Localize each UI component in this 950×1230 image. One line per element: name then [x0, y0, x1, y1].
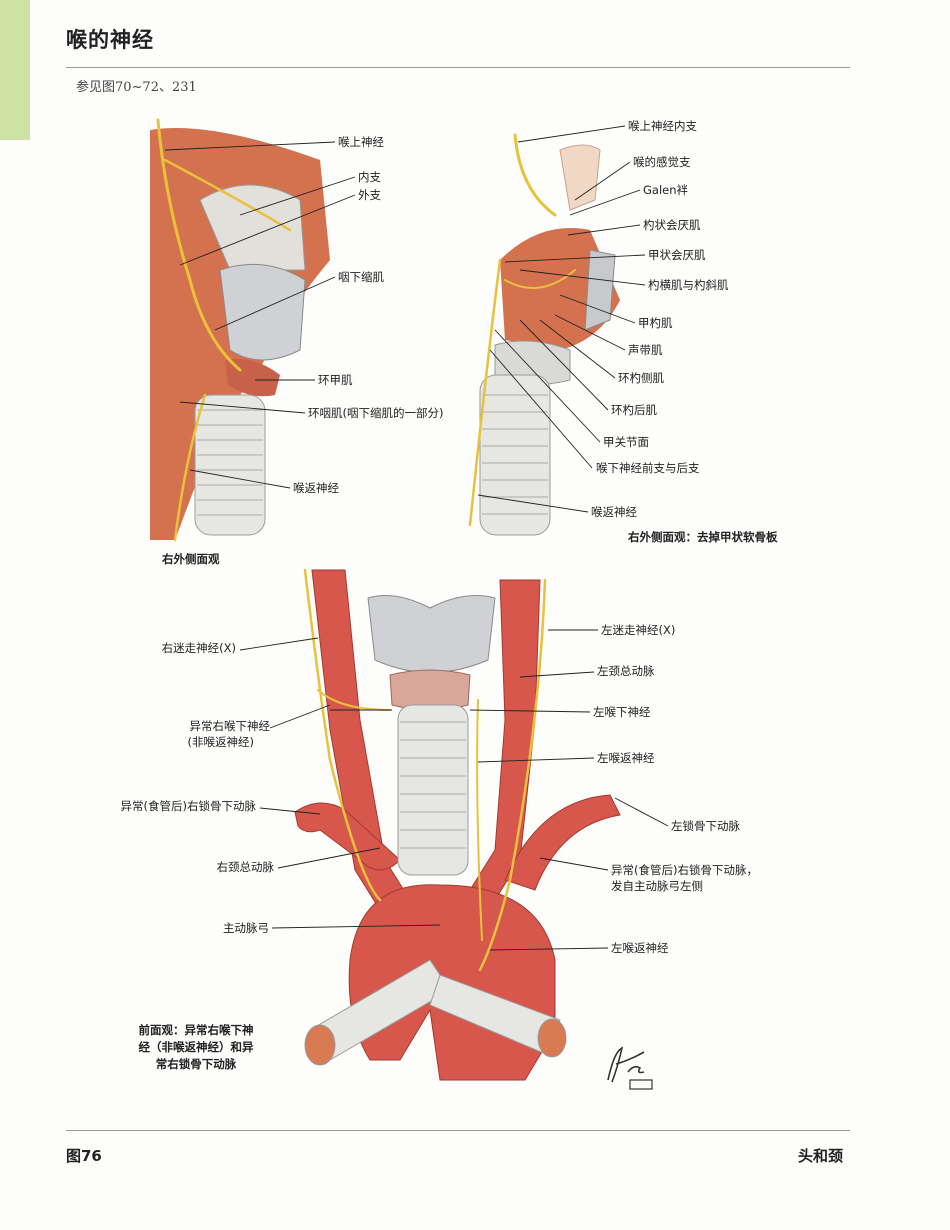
figure-top-right-leaders [477, 125, 646, 513]
label-left-recurrent-laryngeal-lower: 左喉返神经 [611, 941, 669, 955]
figure-bottom-leaders [239, 629, 669, 951]
label-non-recurrent: (非喉返神经) [188, 735, 254, 749]
page-title: 喉的神经 [66, 28, 154, 52]
label-inferior-constrictor: 咽下缩肌 [338, 270, 384, 284]
label-recurrent-laryngeal-nerve-right: 喉返神经 [591, 505, 637, 519]
header-rule [66, 67, 850, 68]
label-internal-branch-sln: 喉上神经内支 [628, 119, 697, 133]
label-posterior-cricoarytenoid: 环杓后肌 [611, 403, 657, 417]
label-aortic-arch: 主动脉弓 [223, 921, 269, 935]
figure-top-right-art [468, 133, 620, 536]
figure-top-left-labels: 喉上神经 内支 外支 咽下缩肌 环甲肌 环咽肌(咽下缩肌的一部分) 喉返神经 [293, 135, 443, 495]
label-aberrant-right-subclavian: 异常(食管后)右锁骨下动脉 [121, 799, 257, 813]
label-left-subclavian: 左锁骨下动脉 [671, 819, 740, 833]
figure-bottom-art [294, 568, 621, 1081]
caption-top-left: 右外侧面观 [162, 552, 220, 566]
label-left-common-carotid: 左颈总动脉 [597, 664, 655, 678]
label-cricothyroid: 环甲肌 [318, 373, 353, 387]
label-right-vagus: 右迷走神经(X) [162, 641, 236, 655]
label-galen-loop: Galen袢 [643, 183, 688, 197]
label-thyroarytenoid: 甲杓肌 [638, 316, 673, 330]
label-vocalis: 声带肌 [628, 343, 663, 357]
caption-top-right: 右外侧面观：去掉甲状软骨板 [628, 530, 778, 544]
label-internal-branch: 内支 [358, 170, 381, 184]
label-recurrent-laryngeal-nerve: 喉返神经 [293, 481, 339, 495]
see-also-reference: 参见图70~72、231 [76, 80, 197, 95]
label-arytenoid-muscles: 杓横肌与杓斜肌 [648, 278, 729, 292]
chapter-tab [0, 0, 30, 140]
label-lateral-cricoarytenoid: 环杓侧肌 [618, 371, 664, 385]
section-name: 头和颈 [798, 1147, 844, 1165]
footer-rule [66, 1130, 850, 1131]
caption-bottom: 前面观：异常右喉下神 经（非喉返神经）和异 常右锁骨下动脉 [126, 1022, 266, 1073]
label-left-inferior-laryngeal: 左喉下神经 [593, 705, 651, 719]
label-left-vagus: 左迷走神经(X) [601, 623, 675, 637]
label-sensory-branch: 喉的感觉支 [633, 155, 691, 169]
label-external-branch: 外支 [358, 188, 381, 202]
label-superior-laryngeal-nerve: 喉上神经 [338, 135, 384, 149]
artist-signature-logo [607, 1046, 653, 1090]
label-right-common-carotid: 右颈总动脉 [217, 860, 275, 874]
figure-top-left-leaders [164, 141, 356, 489]
figure-bottom-labels: 右迷走神经(X) 异常右喉下神经 (非喉返神经) 异常(食管后)右锁骨下动脉 右… [121, 623, 758, 955]
caption-bottom-line: 经（非喉返神经）和异 [138, 1040, 254, 1054]
figure-top-right-labels: 喉上神经内支 喉的感觉支 Galen袢 杓状会厌肌 甲状会厌肌 杓横肌与杓斜肌 … [591, 119, 729, 519]
figure-top-left-art [150, 118, 330, 542]
label-articular-facet: 甲关节面 [603, 435, 649, 449]
label-inferior-laryngeal-branches: 喉下神经前支与后支 [596, 461, 700, 475]
label-aberrant-right-inferior-laryngeal: 异常右喉下神经 [190, 719, 271, 733]
label-aberrant-subclavian-origin-2: 发自主动脉弓左侧 [611, 879, 703, 893]
caption-bottom-line: 前面观：异常右喉下神 [138, 1023, 254, 1037]
label-cricopharyngeus: 环咽肌(咽下缩肌的一部分) [308, 406, 443, 420]
label-aryepiglottic: 杓状会厌肌 [643, 218, 701, 232]
label-thyroepiglottic: 甲状会厌肌 [648, 248, 706, 262]
figure-number: 图76 [66, 1147, 102, 1165]
caption-bottom-line: 常右锁骨下动脉 [155, 1057, 237, 1071]
label-left-recurrent-laryngeal-upper: 左喉返神经 [597, 751, 655, 765]
label-aberrant-subclavian-origin: 异常(食管后)右锁骨下动脉， [611, 863, 758, 877]
